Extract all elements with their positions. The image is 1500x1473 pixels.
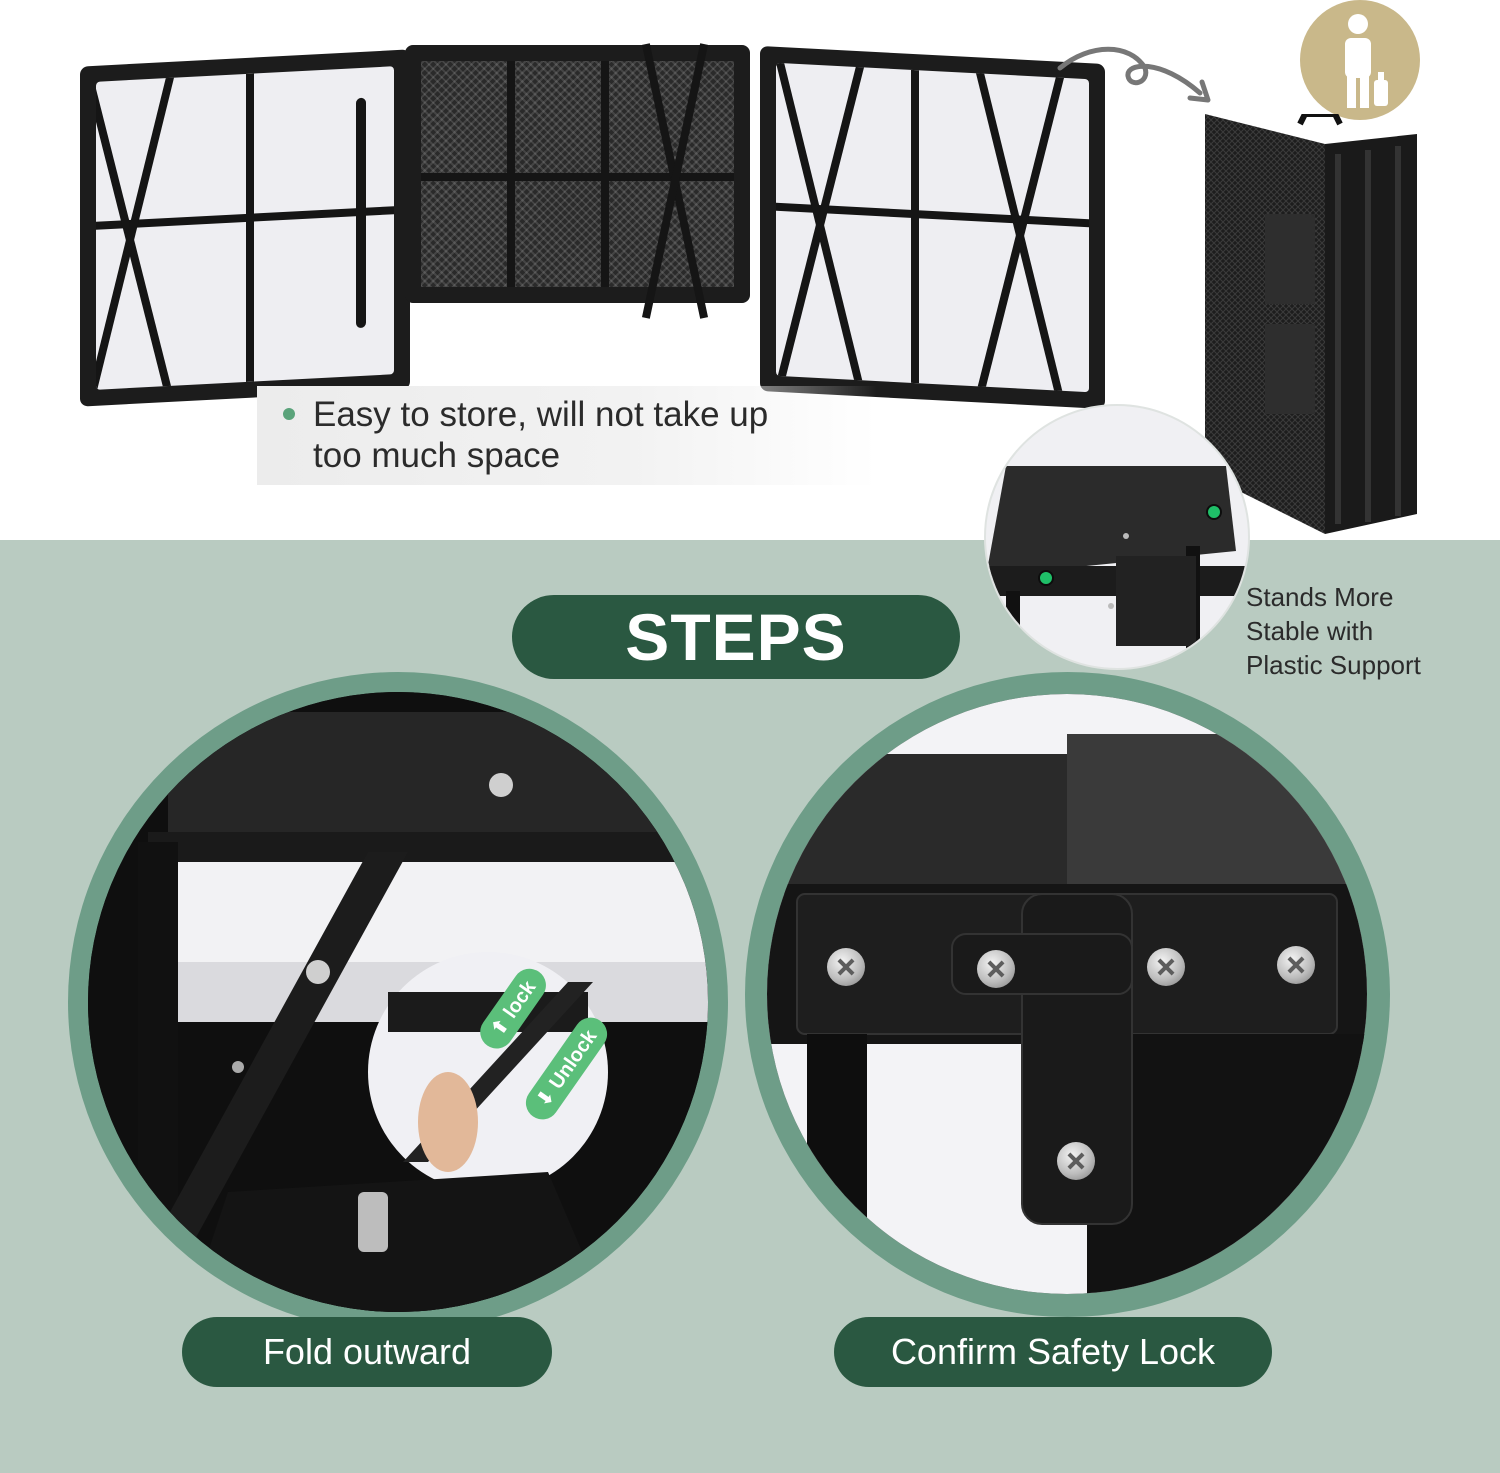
- storage-callout-text: Easy to store, will not take up too much…: [313, 394, 853, 476]
- screw-icon: [977, 950, 1015, 988]
- step2-safety-lock-image: [767, 694, 1367, 1294]
- table-middle-mesh-panel: [405, 43, 750, 319]
- storage-callout-line2: too much space: [313, 436, 561, 475]
- person-with-case-icon: [1300, 0, 1420, 120]
- mesh-surface: [421, 43, 734, 319]
- table-right-panel-surface: [776, 62, 1089, 393]
- step2-ring: [745, 672, 1390, 1317]
- screw-icon: [1057, 1142, 1095, 1180]
- table-left-panel-surface: [96, 66, 394, 390]
- screw-icon: [1277, 946, 1315, 984]
- step2-label: Confirm Safety Lock: [834, 1317, 1272, 1387]
- step1-label: Fold outward: [182, 1317, 552, 1387]
- screw-icon: [1147, 948, 1185, 986]
- plastic-support-caption: Stands More Stable with Plastic Support: [1246, 580, 1486, 682]
- top-product-section: Easy to store, will not take up too much…: [0, 0, 1500, 540]
- caption-line-3: Plastic Support: [1246, 650, 1421, 680]
- folded-table-image: [1205, 111, 1417, 534]
- caption-line-2: Stable with: [1246, 616, 1374, 646]
- step1-ring: ⬆ lock ⬇ Unlock: [68, 672, 728, 1332]
- plastic-support-inset: [984, 404, 1250, 670]
- storage-callout: Easy to store, will not take up too much…: [257, 386, 877, 485]
- caption-line-1: Stands More: [1246, 582, 1394, 612]
- curved-arrow-icon: [1057, 46, 1211, 103]
- bullet-dot-icon: [283, 408, 295, 420]
- steps-title: STEPS: [512, 595, 960, 679]
- table-left-panel: [80, 49, 410, 407]
- screw-icon: [827, 948, 865, 986]
- step1-fold-outward-image: ⬆ lock ⬇ Unlock: [88, 692, 708, 1312]
- storage-callout-line1: Easy to store, will not take up: [313, 395, 769, 434]
